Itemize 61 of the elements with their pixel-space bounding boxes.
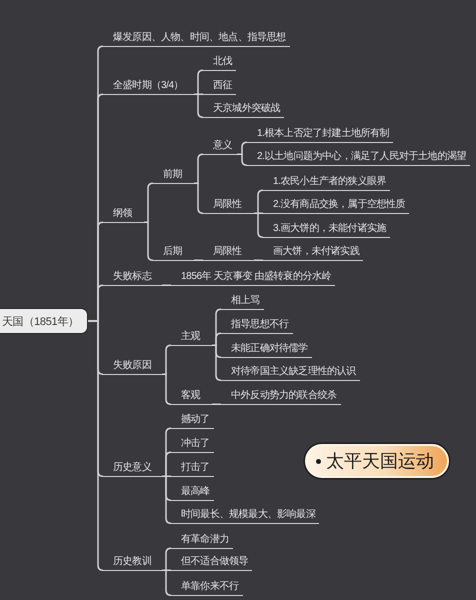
mind-map-topic: 意义: [203, 139, 237, 155]
mind-map-topic: 画大饼，未付诸实践: [263, 245, 364, 261]
mind-map-topic: 主观: [171, 330, 212, 346]
mind-map-topic: 打击了: [171, 461, 214, 477]
mind-map-topic: 中外反动势力的联合绞杀: [221, 389, 341, 405]
mind-map-topic: 1.农民小生产者的狭义眼界: [263, 175, 390, 191]
connector-line: [162, 548, 172, 571]
connector-line: [212, 332, 222, 346]
mind-map-topic: 北伐: [203, 55, 236, 71]
mind-map-topic: 后期: [153, 245, 194, 261]
mind-map-topic: 2.没有商品交换，属于空想性质: [263, 198, 410, 214]
mind-map-topic: 未能正确对待儒学: [221, 342, 312, 358]
mind-map-topic: 爆发原因、人物、时间、地点、指导思想: [103, 31, 290, 47]
mind-map-topic: 西征: [203, 79, 236, 95]
connector-line: [194, 154, 204, 184]
connector-line: [162, 570, 172, 596]
mind-map-topic: 3.画大饼的，未能付诸实施: [263, 222, 390, 238]
connector-line: [144, 182, 154, 223]
mind-map-topic: 前期: [153, 168, 194, 184]
mind-map-topic: 最高峰: [171, 485, 214, 501]
connector-line: [194, 260, 203, 261]
mind-map-topic: 纲领: [103, 207, 144, 223]
mind-map-topic: 1.根本上否定了封建土地所有制: [247, 127, 394, 143]
connector-line: [254, 190, 264, 214]
mind-map-topic: 失败标志: [103, 270, 162, 286]
mind-map-topic: 局限性: [203, 245, 254, 261]
mind-map-topic: 天京城外突破战: [203, 102, 284, 118]
connector-line: [237, 154, 248, 166]
connector-line: [194, 94, 204, 118]
mind-map-topic: 有革命潜力: [171, 533, 234, 549]
mind-map-topic: 撼动了: [171, 413, 214, 429]
mind-map-topic: 历史意义: [103, 461, 162, 477]
connector-line: [162, 452, 172, 477]
title-text: 太平天国运动: [326, 451, 434, 471]
root-topic-box: 天国（1851年）: [0, 309, 87, 333]
connector-line: [144, 222, 154, 261]
mind-map-topic: 全盛时期（3/4）: [103, 79, 194, 95]
mind-map-topic: 1856年 天京事变 由盛转衰的分水岭: [171, 270, 336, 286]
connector-line: [254, 212, 264, 238]
mind-map-topic: 2.以土地问题为中心，满足了人民对于土地的渴望: [247, 150, 470, 166]
connector-line: [162, 476, 172, 524]
connector-line: [212, 344, 222, 381]
connector-line: [162, 374, 172, 405]
mind-map-topic: 冲击了: [171, 437, 214, 453]
mind-map-topic: 历史教训: [103, 555, 162, 571]
mind-map-topic: 单靠你来不行: [171, 580, 243, 596]
mind-map-topic: 指导思想不行: [221, 318, 293, 334]
mind-map-topic: 相上骂: [221, 294, 264, 310]
mind-map-topic: 客观: [171, 389, 212, 405]
connector-line: [254, 260, 263, 261]
mind-map-topic: 对待帝国主义缺乏理性的认识: [221, 365, 360, 381]
connector-line: [162, 344, 172, 375]
mind-map-topic: 失败原因: [103, 359, 162, 375]
connector-line: [86, 320, 104, 571]
connector-line: [194, 182, 204, 214]
connector-line: [162, 284, 171, 286]
connector-line: [194, 70, 204, 95]
mind-map-topic: 局限性: [203, 198, 254, 214]
mind-map-topic: 时间最长、规模最大、影响最深: [171, 508, 320, 524]
mind-map-topic: 但不适合做领导: [171, 555, 252, 571]
connector-line: [212, 404, 221, 405]
